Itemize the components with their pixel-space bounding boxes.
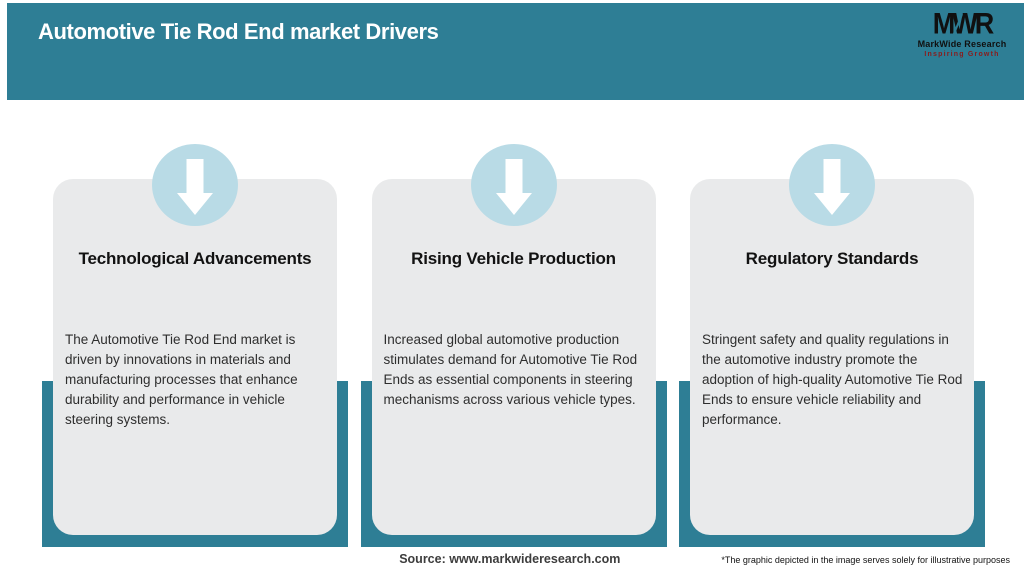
driver-card: Regulatory Standards Stringent safety an… [690, 179, 974, 535]
source-attribution: Source: www.markwideresearch.com [399, 552, 621, 566]
header-bar: Automotive Tie Rod End market Drivers MW… [7, 3, 1024, 100]
markwide-research-logo: MWR MarkWide Research Inspiring Growth [914, 7, 1010, 58]
driver-title: Regulatory Standards [745, 249, 919, 268]
down-arrow-icon [787, 143, 877, 227]
disclaimer-note: *The graphic depicted in the image serve… [721, 555, 1010, 565]
driver-column-1: Technological Advancements The Automotiv… [42, 143, 348, 547]
driver-column-2: Rising Vehicle Production Increased glob… [360, 143, 667, 547]
logo-monogram: MWR [932, 7, 995, 41]
page-title: Automotive Tie Rod End market Drivers [38, 19, 439, 44]
drivers-row: Technological Advancements The Automotiv… [42, 143, 985, 547]
driver-card: Rising Vehicle Production Increased glob… [371, 179, 656, 535]
driver-card: Technological Advancements The Automotiv… [53, 179, 337, 535]
driver-title: Technological Advancements [78, 249, 312, 268]
down-arrow-icon [150, 143, 240, 227]
down-arrow-icon [469, 143, 559, 227]
driver-description: The Automotive Tie Rod End market is dri… [65, 332, 298, 427]
driver-description: Increased global automotive production s… [383, 332, 638, 407]
logo-company-name: MarkWide Research [917, 39, 1007, 49]
driver-description: Stringent safety and quality regulations… [702, 332, 963, 427]
logo-acronym-text: MWR [932, 7, 995, 41]
driver-title: Rising Vehicle Production [411, 249, 616, 268]
driver-column-3: Regulatory Standards Stringent safety an… [679, 143, 985, 547]
logo-tagline: Inspiring Growth [924, 51, 1000, 58]
